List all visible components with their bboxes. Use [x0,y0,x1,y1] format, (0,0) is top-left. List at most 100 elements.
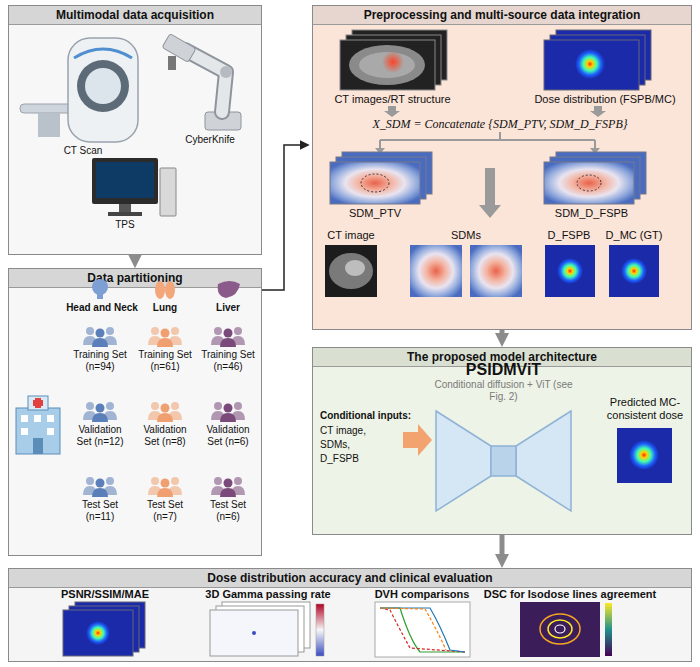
hospital-icon [34,415,41,422]
model-shape [431,406,576,516]
sdm-image-stack [556,152,646,194]
ct-image-stack [359,52,415,78]
tps-computer-icon [92,158,158,204]
sdm-image-stack [577,175,601,191]
dose-image-stack [556,30,651,80]
cyberknife-icon [168,56,176,70]
hospital-icon [35,398,41,408]
ct-scanner-icon [68,38,138,142]
dvh-chart-thumbnail [380,608,446,650]
dose-image-stack [550,35,645,85]
text-label: CT images/RT structure [320,93,465,106]
model-subtitle: Conditional diffusion + ViT (see Fig. 2) [431,379,576,403]
stage-panel: Multimodal data acquisition [8,5,262,255]
metric-thumbnail [63,602,145,656]
organ-icon [218,281,240,298]
text-label: Test Set (n=11) [70,499,130,523]
input-image-row [325,245,377,297]
dvh-chart-thumbnail [380,608,465,652]
cyberknife-icon [162,34,196,63]
text-label: 3D Gamma passing rate [198,588,338,601]
dose-image-stack [544,30,651,90]
sdm-image-stack [330,162,420,204]
text-label: SDMs, [320,439,410,451]
patient-group-icon [83,477,117,497]
input-image-row [325,245,659,297]
dose-image-stack [544,40,639,90]
predicted-dose-image [629,440,659,470]
flow-arrow-shape [375,106,606,218]
ct-scanner-icon [20,38,138,142]
input-arrow-shape [403,424,432,456]
organ-icon [97,293,103,299]
metric-thumbnail [69,606,139,652]
text-label: Test Set (n=7) [135,499,195,523]
ct-image-stack [352,30,447,80]
input-image-row [609,245,659,297]
hospital-icon [16,396,60,454]
cyberknife-icon [205,112,241,130]
patient-group-icon [83,327,117,347]
hospital-icon [28,396,48,410]
text-label: D_FSPB [320,453,410,465]
dvh-chart-thumbnail [380,608,465,652]
cyberknife-icon [185,50,226,112]
patient-group-icon [148,402,182,422]
text-label: SDMs [436,229,496,242]
text-label: Predicted MC-consistent dose [590,396,700,422]
hospital-icon [47,428,54,435]
dose-image-stack [575,49,605,79]
cyberknife-icon [185,50,226,112]
metric-thumbnail [63,610,133,656]
ct-image-stack [340,40,435,90]
patient-group-icon [83,402,117,422]
tps-computer-icon [92,158,176,216]
gamma-thumbnail [216,606,304,652]
sdm-image-stack [544,162,634,204]
text-label: CT image [321,229,381,242]
ct-scanner-icon [74,49,132,58]
text-label: Conditional inputs: [320,410,420,422]
ct-scanner-icon [38,113,60,137]
text-label: Training Set (n=46) [198,349,258,373]
model-shape [491,446,516,476]
text-label: TPS [105,219,145,231]
dsc-thumbnail [520,602,600,657]
text-label: DSC for Isodose lines agreement [470,588,670,601]
sdm-image-stack [336,157,426,199]
stage-panel: The proposed model architecturePSIDMViTC… [312,347,692,535]
patient-group-icon [148,327,182,347]
dsc-thumbnail [605,603,612,656]
patient-group-icon [211,402,245,422]
ct-scanner-icon [77,60,129,112]
text-label: SDM_D_FSPB [544,207,639,220]
gamma-thumbnail [210,610,298,656]
model-shape [436,411,491,511]
model-name: PSIDMViT [431,360,576,379]
text-label: DVH comparisons [362,588,482,601]
panel-heading: Dose distribution accuracy and clinical … [9,569,691,588]
ct-image-stack [382,51,404,73]
metric-thumbnail [86,621,110,645]
dsc-thumbnail [555,625,565,633]
gamma-thumbnail [316,604,324,656]
tps-computer-icon [96,162,154,198]
text-label: Lung [135,302,195,314]
text-label: Training Set (n=94) [70,349,130,373]
cyberknife-icon [162,34,241,130]
metric-thumbnail [75,602,145,648]
sdm-image-stack [550,157,640,199]
model-shape [516,411,571,511]
text-label: Validation Set (n=6) [198,424,258,448]
input-image-row [410,245,462,297]
cyberknife-icon [220,66,232,78]
sdm-image-stack [361,174,389,192]
hospital-icon [33,438,43,454]
input-image-row [329,253,373,289]
text-label: Head and Neck [62,302,142,314]
flow-arrow-shape [590,106,606,117]
input-arrow-shape [403,424,432,456]
organ-icon [92,279,108,295]
patient-group-icon [211,327,245,347]
